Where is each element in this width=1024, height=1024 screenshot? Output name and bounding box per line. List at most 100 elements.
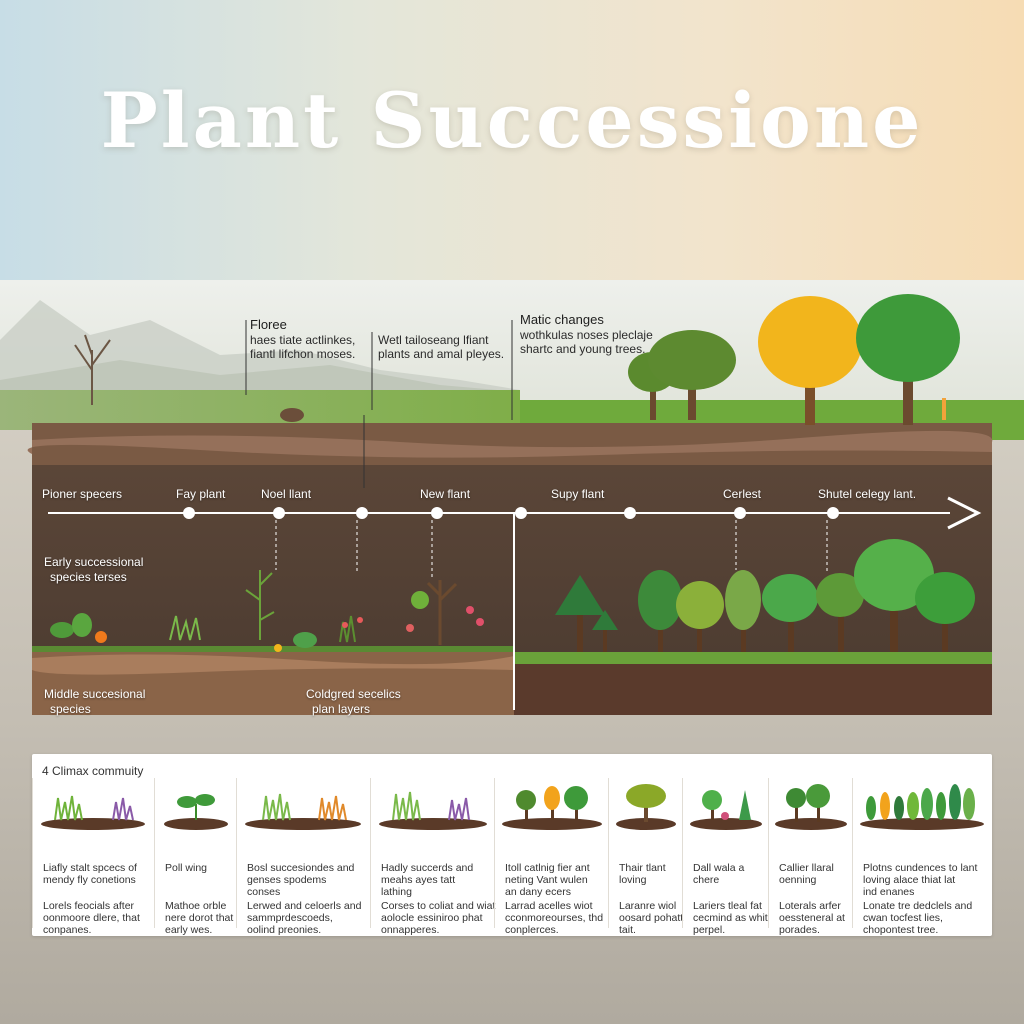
timeline-arrowhead bbox=[947, 496, 982, 530]
stage-8-note-line2: oessteneral at bbox=[779, 912, 845, 924]
stage-1-note-line2: oonmoore dlere, that bbox=[43, 912, 140, 924]
stage-8-note-line3: porades. bbox=[779, 924, 820, 936]
young-trees-icon bbox=[502, 786, 602, 830]
stage-4-note-line2: aolocle essiniroo phat bbox=[381, 912, 483, 924]
stage-8-desc-line2: oenning bbox=[779, 874, 817, 886]
timeline-label-supy: Supy flant bbox=[551, 487, 605, 501]
stage-9-note-line1: Lonate tre dedclels and bbox=[863, 900, 973, 912]
stage-4-note-line3: onnapperes. bbox=[381, 924, 440, 936]
label-coldgred-line1: Coldgred secelics bbox=[306, 687, 401, 701]
stage-3-desc-line2: genses spodems bbox=[247, 874, 327, 886]
panel-title: 4 Climax commuity bbox=[42, 764, 144, 778]
mature-trees-top bbox=[628, 294, 960, 425]
forest-icon bbox=[860, 784, 984, 830]
stage-column-8: Callier llaral oenning Loterals arfer oe… bbox=[768, 778, 853, 936]
bird bbox=[280, 408, 304, 422]
label-coldgred-line2: plan layers bbox=[312, 702, 371, 716]
stage-1-desc-line2: mendy fly conetions bbox=[43, 874, 136, 886]
label-early-line2: species terses bbox=[50, 570, 127, 584]
stage-5-desc-line1: Itoll catlnig fier ant bbox=[505, 862, 590, 874]
stage-4-note-line1: Corses to coliat and wiat bbox=[381, 900, 496, 912]
annotation-leaders bbox=[245, 320, 513, 488]
grove-icon bbox=[775, 784, 847, 830]
stage-4-desc-line1: Hadly succerds and bbox=[381, 862, 474, 874]
stage-column-4: Hadly succerds and meahs ayes tatt lathi… bbox=[370, 778, 496, 936]
grass-icon bbox=[41, 795, 145, 830]
stage-1-note-line3: conpanes. bbox=[43, 924, 92, 936]
stage-6-note-line3: tait. bbox=[619, 924, 636, 936]
shrubs-icon bbox=[245, 793, 361, 830]
annotation-floree-line2: fiantl lifchon moses. bbox=[250, 347, 356, 361]
timeline-label-shutel: Shutel celegy lant. bbox=[818, 487, 917, 501]
stage-column-5: Itoll catlnig fier ant neting Vant wulen… bbox=[494, 778, 609, 936]
stage-3-desc-line3: conses bbox=[247, 886, 281, 898]
timeline-label-noel: Noel llant bbox=[261, 487, 312, 501]
stage-3-note-line2: sammprdescoeds, bbox=[247, 912, 333, 924]
stage-5-desc-line2: neting Vant wulen bbox=[505, 874, 588, 886]
stage-9-desc-line2: loving alace thiat lat bbox=[863, 874, 956, 886]
stage-6-note-line1: Laranre wiol bbox=[619, 900, 677, 912]
stage-9-note-line2: cwan tocfest lies, bbox=[863, 912, 943, 924]
stage-1-note-line1: Lorels feocials after bbox=[43, 900, 135, 912]
early-plants bbox=[50, 570, 484, 652]
left-grass-strip bbox=[32, 646, 514, 652]
stages-panel: 4 Climax commuity Liafly stalt spcecs of… bbox=[32, 754, 992, 936]
label-middle-line1: Middle succesional bbox=[44, 687, 146, 701]
timeline-dots bbox=[183, 507, 839, 519]
soil-stripe bbox=[27, 430, 993, 458]
timeline-label-cerlest: Cerlest bbox=[723, 487, 762, 501]
stage-7-desc-line1: Dall wala a bbox=[693, 862, 745, 874]
stage-3-note-line3: oolind preonies. bbox=[247, 924, 322, 936]
left-soil-stripe bbox=[32, 654, 514, 675]
timeline-label-pioneer: Pioner specers bbox=[42, 487, 123, 501]
saplings-icon bbox=[690, 790, 762, 830]
bare-tree bbox=[74, 334, 111, 405]
timeline-label-new: New flant bbox=[420, 487, 471, 501]
label-early-line1: Early successional bbox=[44, 555, 144, 569]
stage-7-note-line3: perpel. bbox=[693, 924, 726, 936]
annotation-matic-line2: shartc and young trees. bbox=[520, 342, 646, 356]
stage-5-note-line1: Larrad acelles wiot bbox=[505, 900, 593, 912]
right-grass-strip bbox=[514, 652, 992, 664]
succession-diagram: Floree haes tiate actlinkes, fiantl lifc… bbox=[0, 280, 1024, 730]
stage-column-1: Liafly stalt spcecs of mendy fly conetio… bbox=[32, 778, 155, 936]
title-banner: Plant Successione bbox=[0, 0, 1024, 280]
stage-6-desc-line2: loving bbox=[619, 874, 647, 886]
forest-trees bbox=[555, 539, 975, 652]
stage-7-desc-line2: chere bbox=[693, 874, 720, 886]
stage-2-desc-line1: Poll wing bbox=[165, 862, 208, 874]
timeline-label-fay: Fay plant bbox=[176, 487, 226, 501]
stage-column-3: Bosl succesiondes and genses spodems con… bbox=[236, 778, 371, 936]
stage-column-2: Poll wing Mathoe orble nere dorot that e… bbox=[154, 778, 237, 936]
stage-4-desc-line2: meahs ayes tatt bbox=[381, 874, 456, 886]
stage-6-note-line2: oosard pohatt bbox=[619, 912, 684, 924]
stage-9-desc-line1: Plotns cundences to lant bbox=[863, 862, 978, 874]
stage-9-desc-line3: ind enanes bbox=[863, 886, 915, 898]
stage-8-note-line1: Loterals arfer bbox=[779, 900, 841, 912]
annotation-matic-line1: wothkulas noses pleclaje bbox=[520, 328, 653, 342]
stage-7-note-line1: Lariers tleal fat bbox=[693, 900, 762, 912]
tall-grass-icon bbox=[379, 791, 487, 830]
stage-9-note-line3: chopontest tree. bbox=[863, 924, 939, 936]
stage-4-desc-line3: lathing bbox=[381, 886, 412, 898]
stage-2-note-line3: early wes. bbox=[165, 924, 213, 936]
annotation-matic-title: Matic changes bbox=[520, 312, 604, 327]
label-middle-line2: species bbox=[50, 702, 91, 716]
stage-2-note-line1: Mathoe orble bbox=[165, 900, 227, 912]
annotation-welt-line2: plants and amal pleyes. bbox=[378, 347, 505, 361]
stage-column-6: Thair tlant loving Laranre wiol oosard p… bbox=[608, 778, 684, 936]
stage-7-note-line2: cecmind as whit bbox=[693, 912, 768, 924]
diagram-illustration bbox=[0, 280, 1024, 715]
stage-1-desc-line1: Liafly stalt spcecs of bbox=[43, 862, 137, 874]
stage-5-desc-line3: an dany ecers bbox=[505, 886, 571, 898]
stage-3-desc-line1: Bosl succesiondes and bbox=[247, 862, 355, 874]
stage-3-note-line1: Lerwed and celoerls and bbox=[247, 900, 362, 912]
stage-column-7: Dall wala a chere Lariers tleal fat cecm… bbox=[682, 778, 769, 936]
stage-6-desc-line1: Thair tlant bbox=[619, 862, 666, 874]
stage-2-note-line2: nere dorot that bbox=[165, 912, 234, 924]
stage-column-9: Plotns cundences to lant loving alace th… bbox=[852, 778, 993, 936]
stage-8-desc-line1: Callier llaral bbox=[779, 862, 834, 874]
seedling-icon bbox=[164, 794, 228, 830]
stage-5-note-line3: conplerces. bbox=[505, 924, 559, 936]
page-title: Plant Successione bbox=[100, 76, 924, 165]
